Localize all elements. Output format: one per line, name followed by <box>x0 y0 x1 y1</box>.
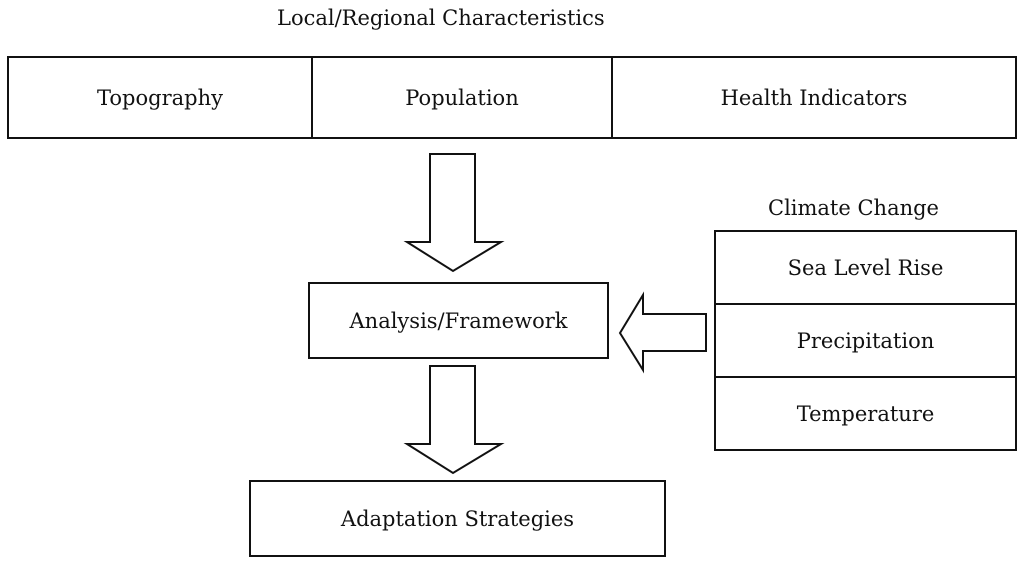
topography-box: Topography <box>97 85 223 110</box>
left-arrow-to-analysis <box>618 291 707 374</box>
precipitation-box: Precipitation <box>716 303 1015 376</box>
climate-change-title: Climate Change <box>768 196 939 220</box>
sea-level-rise-box: Sea Level Rise <box>787 255 944 280</box>
local-characteristics-row: Topography Population Health Indicators <box>7 56 1017 139</box>
climate-change-stack: Sea Level Rise Precipitation Temperature <box>714 230 1017 451</box>
adaptation-strategies-box: Adaptation Strategies <box>249 480 666 557</box>
health-indicators-box: Health Indicators <box>611 58 1015 137</box>
down-arrow-to-adaptation <box>403 365 505 475</box>
temperature-box: Temperature <box>716 376 1015 449</box>
local-characteristics-title: Local/Regional Characteristics <box>277 6 605 30</box>
down-arrow-to-analysis <box>403 153 505 273</box>
population-box: Population <box>311 58 611 137</box>
analysis-framework-box: Analysis/Framework <box>308 282 609 359</box>
